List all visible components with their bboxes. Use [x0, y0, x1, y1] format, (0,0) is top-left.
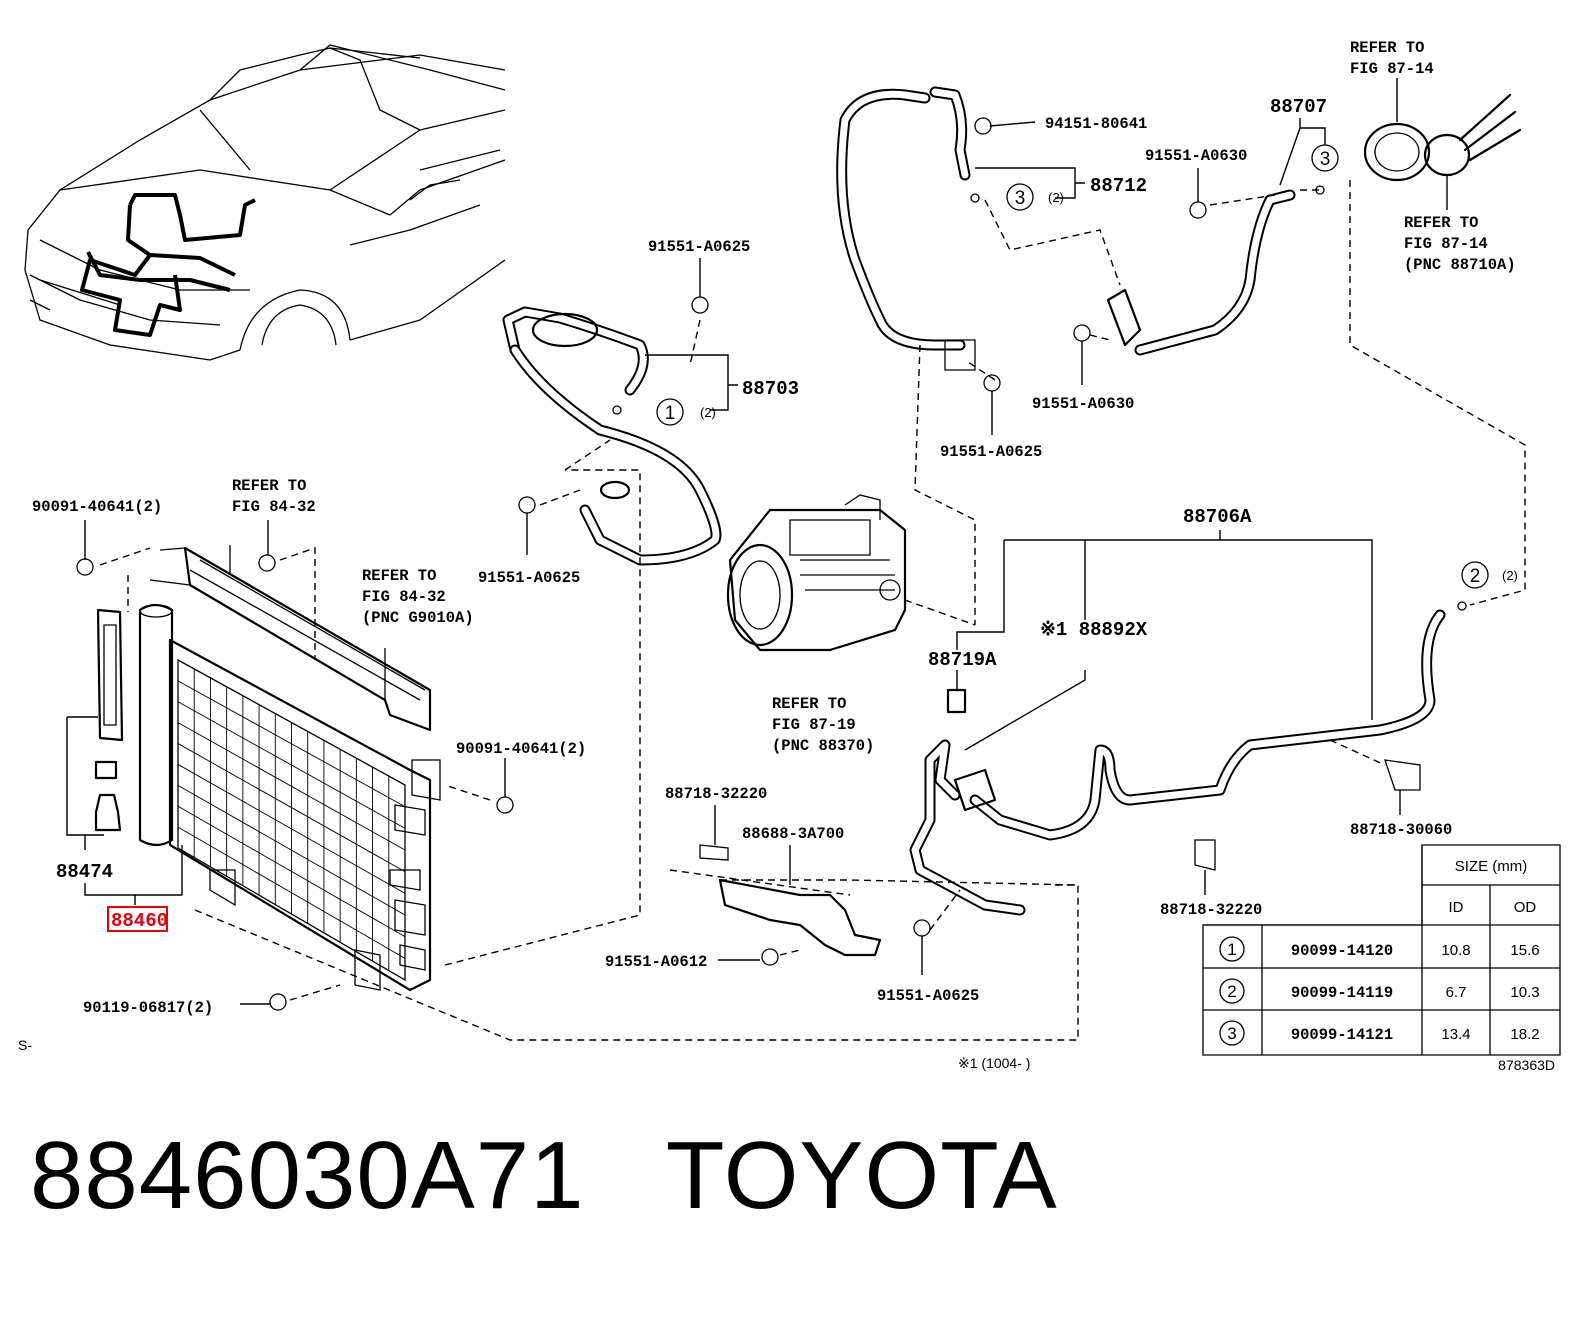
fin-line-horizontal — [177, 722, 406, 851]
label-88718-32220-left: 88718-32220 — [665, 785, 767, 803]
label-refer-84-32-a-line2: FIG 84-32 — [232, 498, 316, 516]
o-ring-mark-3a: 3 (2) — [1006, 183, 1064, 211]
svg-text:3: 3 — [1015, 188, 1026, 209]
label-91551-a0630-bottom: 91551-A0630 — [1032, 395, 1134, 413]
label-88706a: 88706A — [1183, 506, 1252, 528]
label-88892x: ※1 88892X — [1040, 619, 1148, 641]
table-row-part: 90099-14120 — [1291, 942, 1393, 960]
fin-line-horizontal — [177, 701, 406, 829]
label-refer-87-14-a-line1: REFER TO — [1350, 39, 1424, 57]
label-88707: 88707 — [1270, 96, 1327, 118]
assembly-dashed-lines — [99, 180, 1526, 1041]
caption-brand: TOYOTA — [665, 1122, 1058, 1229]
label-refer-84-32-b-line2: FIG 84-32 — [362, 588, 446, 606]
label-94151-80641: 94151-80641 — [1045, 115, 1147, 133]
o-ring-callouts: 1 (2) 3 (2) 3 2 (2) — [656, 144, 1518, 589]
fin-line-horizontal — [177, 764, 406, 894]
svg-text:2: 2 — [1470, 566, 1481, 587]
table-rows: 1 90099-14120 10.8 15.6 2 90099-14119 6.7 10.3 3… — [1219, 936, 1540, 1046]
fin-line-horizontal — [177, 784, 406, 916]
svg-text:(2): (2) — [1048, 190, 1064, 205]
svg-text:3: 3 — [1320, 149, 1331, 170]
table-row-mark-circle — [1219, 978, 1245, 1004]
diagram-id: 878363D — [1498, 1057, 1555, 1073]
fin-line-horizontal — [177, 805, 406, 938]
label-88712: 88712 — [1090, 175, 1147, 197]
table-row-mark: 1 — [1227, 940, 1236, 959]
label-refer-87-19-line3: (PNC 88370) — [772, 737, 874, 755]
svg-text:1: 1 — [665, 403, 676, 424]
label-88718-32220-right: 88718-32220 — [1160, 901, 1262, 919]
label-refer-84-32-b-line1: REFER TO — [362, 567, 436, 585]
footnote: ※1 (1004- ) — [958, 1055, 1030, 1071]
label-refer-87-14-a-line2: FIG 87-14 — [1350, 60, 1434, 78]
condenser-assembly — [76, 545, 514, 1011]
o-ring-size-table: SIZE (mm) ID OD 1 90099-14120 10.8 15.6 2 900… — [1202, 844, 1561, 1056]
table-row-od: 15.6 — [1510, 942, 1539, 959]
label-91551-a0625-top: 91551-A0625 — [648, 238, 750, 256]
svg-text:(2): (2) — [1502, 568, 1518, 583]
part-labels: 90091-40641(2) REFER TO FIG 84-32 REFER … — [18, 39, 1555, 1073]
label-refer-87-14-b-line3: (PNC 88710A) — [1404, 256, 1516, 274]
fin-line-horizontal — [177, 826, 406, 959]
label-90091-40641-top: 90091-40641(2) — [32, 498, 162, 516]
table-row-id: 10.8 — [1441, 942, 1470, 959]
table-row-mark: 2 — [1227, 982, 1236, 1001]
table-row-od: 10.3 — [1510, 984, 1539, 1001]
o-ring-mark-3b: 3 — [1311, 144, 1339, 172]
condenser-core-fins — [177, 668, 406, 971]
label-refer-87-19-line1: REFER TO — [772, 695, 846, 713]
label-91551-a0625-mid: 91551-A0625 — [940, 443, 1042, 461]
table-row-id: 6.7 — [1446, 984, 1467, 1001]
table-row-mark: 3 — [1227, 1024, 1236, 1043]
o-ring-mark-1: 1 (2) — [656, 398, 716, 426]
table-title: SIZE (mm) — [1455, 858, 1528, 875]
table-row-part: 90099-14119 — [1291, 984, 1393, 1002]
highlight-box-88460 — [107, 906, 168, 932]
compressor-illustration — [726, 494, 907, 652]
table-row-mark-circle — [1219, 936, 1245, 962]
label-refer-87-14-b-line1: REFER TO — [1404, 214, 1478, 232]
label-91551-a0625-bottom: 91551-A0625 — [877, 987, 979, 1005]
label-88688-3a700: 88688-3A700 — [742, 825, 844, 843]
label-91551-a0625-left: 91551-A0625 — [478, 569, 580, 587]
o-ring-mark-2: 2 (2) — [1461, 561, 1518, 589]
label-88719a: 88719A — [928, 649, 997, 671]
label-88703: 88703 — [742, 378, 799, 400]
label-refer-87-19-line2: FIG 87-19 — [772, 716, 856, 734]
table-col-id: ID — [1449, 899, 1464, 916]
corner-mark: S- — [18, 1037, 32, 1053]
vehicle-location-illustration — [24, 44, 506, 361]
fin-line-horizontal — [177, 680, 406, 808]
table-row-id: 13.4 — [1441, 1026, 1470, 1043]
table-col-od: OD — [1514, 899, 1537, 916]
table-row-od: 18.2 — [1510, 1026, 1539, 1043]
leader-lines — [66, 78, 1448, 1005]
label-91551-a0630-top: 91551-A0630 — [1145, 147, 1247, 165]
label-88460-highlighted: 88460 — [111, 910, 168, 932]
label-90119-06817: 90119-06817(2) — [83, 999, 213, 1017]
table-row-mark-circle — [1219, 1020, 1245, 1046]
label-88474: 88474 — [56, 861, 113, 883]
table-row-part: 90099-14121 — [1291, 1026, 1393, 1044]
label-91551-a0612: 91551-A0612 — [605, 953, 707, 971]
label-refer-84-32-a-line1: REFER TO — [232, 477, 306, 495]
label-refer-84-32-b-line3: (PNC G9010A) — [362, 609, 474, 627]
ac-piping — [502, 86, 1522, 966]
label-90091-40641-right: 90091-40641(2) — [456, 740, 586, 758]
part-caption: 8846030A71 TOYOTA — [30, 1128, 1058, 1224]
label-88718-30060: 88718-30060 — [1350, 821, 1452, 839]
svg-text:(2): (2) — [700, 405, 716, 420]
label-refer-87-14-b-line2: FIG 87-14 — [1404, 235, 1488, 253]
fin-line-horizontal — [177, 743, 406, 873]
caption-part-number: 8846030A71 — [30, 1122, 585, 1229]
